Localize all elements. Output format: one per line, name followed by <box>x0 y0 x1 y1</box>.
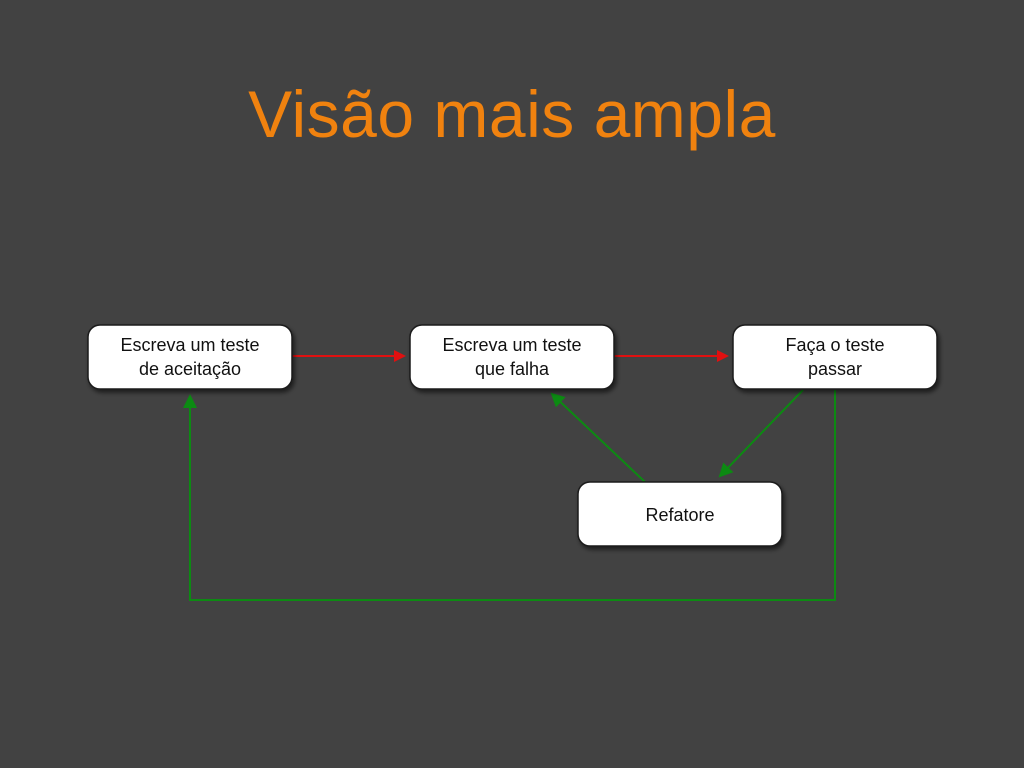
node-failing-test: Escreva um teste que falha <box>409 324 615 390</box>
node-failing-test-line1: Escreva um teste <box>442 335 581 355</box>
node-refactor: Refatore <box>577 481 783 547</box>
arrow-pass-to-acceptance <box>183 390 836 601</box>
node-refactor-label: Refatore <box>645 505 714 525</box>
slide-title: Visão mais ampla <box>248 77 776 151</box>
arrow-pass-to-refactor <box>718 389 804 478</box>
node-make-pass-line1: Faça o teste <box>785 335 884 355</box>
node-make-pass-line2: passar <box>808 359 862 379</box>
node-failing-test-line2: que falha <box>475 359 550 379</box>
node-acceptance-test-line2: de aceitação <box>139 359 241 379</box>
arrow-refactor-to-failing <box>550 392 646 483</box>
node-acceptance-test: Escreva um teste de aceitação <box>87 324 293 390</box>
node-acceptance-test-line1: Escreva um teste <box>120 335 259 355</box>
node-make-pass: Faça o teste passar <box>732 324 938 390</box>
